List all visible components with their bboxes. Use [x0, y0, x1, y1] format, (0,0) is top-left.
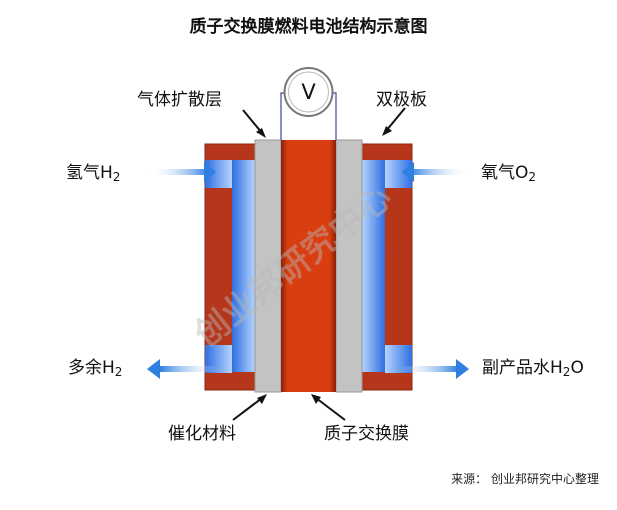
left-flow-channel — [232, 160, 255, 372]
label-hydrogen-in: 氢气H2 — [66, 163, 120, 187]
label-oxygen-in: 氧气O2 — [481, 163, 536, 187]
oxygen-in-arrow — [402, 162, 468, 182]
label-byproduct-water: 副产品水H2O — [482, 358, 584, 382]
voltmeter: V — [283, 67, 334, 117]
label-oxygen-in-sub: 2 — [528, 170, 537, 184]
right-flow-channel — [362, 160, 385, 372]
page-title: 质子交换膜燃料电池结构示意图 — [189, 17, 428, 37]
left-gas-diffusion-layer — [254, 139, 282, 393]
label-byproduct-text: 副产品水H — [482, 358, 563, 378]
left-bipolar-plate — [204, 143, 256, 391]
pointer-arrows — [232, 107, 406, 421]
water-out-arrow — [398, 359, 469, 379]
label-byproduct-sub: 2 — [562, 365, 571, 379]
label-bipolar-plate: 双极板 — [376, 90, 427, 110]
label-proton-exchange-membrane: 质子交换膜 — [324, 424, 409, 444]
hydrogen-in-arrow — [148, 162, 216, 182]
label-gas-diffusion-layer: 气体扩散层 — [137, 90, 222, 110]
excess-hydrogen-out-arrow — [147, 359, 220, 379]
source-note: 来源： 创业邦研究中心整理 — [451, 472, 599, 486]
label-excess-hydrogen: 多余H2 — [68, 358, 122, 382]
label-excess-hydrogen-sub: 2 — [114, 365, 123, 379]
right-gas-diffusion-layer — [335, 139, 363, 393]
label-hydrogen-in-text: 氢气H — [66, 163, 113, 183]
label-oxygen-in-text: 氧气O — [481, 163, 529, 183]
label-excess-hydrogen-text: 多余H — [68, 358, 115, 378]
label-byproduct-tail: O — [570, 358, 584, 378]
proton-exchange-membrane — [281, 140, 336, 392]
label-hydrogen-in-sub: 2 — [112, 170, 121, 184]
voltmeter-label: V — [301, 80, 316, 104]
label-catalyst-material: 催化材料 — [168, 424, 236, 444]
